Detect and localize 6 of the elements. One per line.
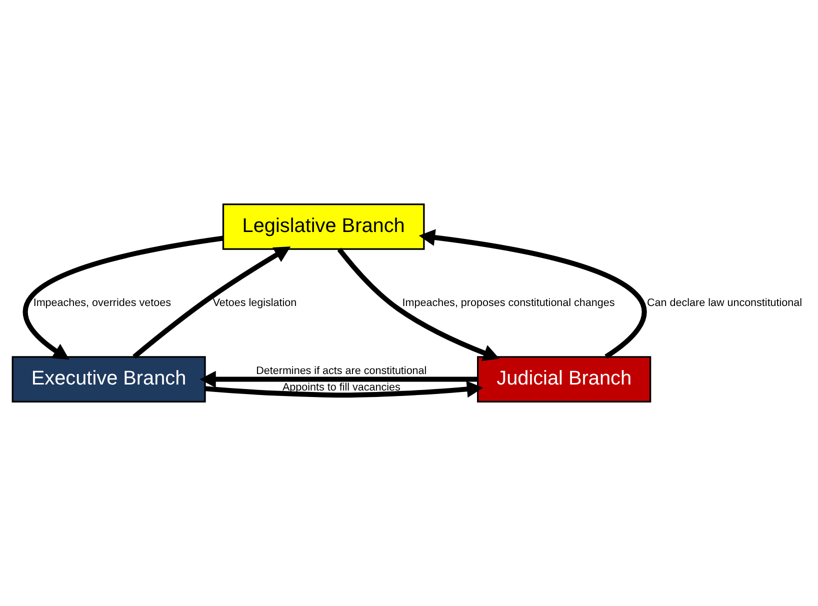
edge-label: Appoints to fill vacancies <box>282 381 400 394</box>
edge-label: Impeaches, overrides vetoes <box>33 296 171 309</box>
edge-label: Vetoes legislation <box>212 296 297 309</box>
edge-label: Can declare law unconstitutional <box>647 296 802 309</box>
edge-label: Impeaches, proposes constitutional changes <box>402 296 615 309</box>
edge-label: Determines if acts are constitutional <box>256 364 427 377</box>
